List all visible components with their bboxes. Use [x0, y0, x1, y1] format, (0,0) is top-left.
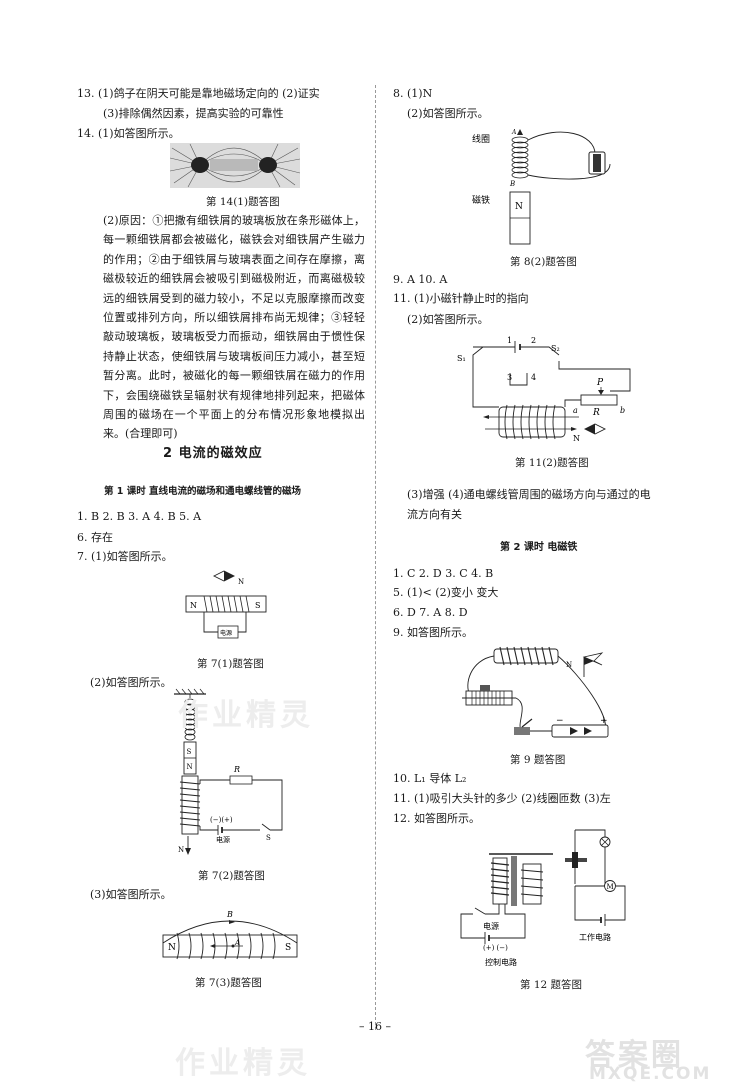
svg-text:−: −: [556, 716, 564, 726]
answers-1-4: 1. C 2. D 3. C 4. B: [393, 567, 494, 580]
fig7-1-diagram: N N S 电源: [185, 570, 267, 639]
q11-line-2: (2)如答图所示。: [407, 313, 489, 326]
svg-text:(+) (−): (+) (−): [483, 944, 508, 952]
svg-text:A: A: [511, 129, 517, 136]
svg-text:S: S: [285, 943, 291, 953]
fig7-2-diagram: S N R S (−)(+) 电源 N: [174, 688, 283, 855]
q14-line-1: 14. (1)如答图所示。: [77, 127, 180, 140]
svg-text:+: +: [600, 716, 608, 726]
fig8-2-caption: 第 8(2)题答图: [510, 256, 577, 268]
fig7-2-caption: 第 7(2)题答图: [198, 870, 265, 882]
logo-url: MXQE.COM: [589, 1064, 712, 1084]
svg-text:工作电路: 工作电路: [579, 932, 611, 942]
q11b-line: 11. (1)吸引大头针的多少 (2)线圈匝数 (3)左: [393, 792, 611, 805]
q13-line-1: 13. (1)鸽子在阴天可能是靠地磁场定向的 (2)证实: [77, 87, 320, 100]
fig9-diagram: N − +: [462, 646, 609, 738]
q13-line-2: (3)排除偶然因素，提高实验的可靠性: [103, 107, 284, 120]
lesson2-title: 第 2 课时 电磁铁: [500, 542, 578, 553]
q11-line-1: 11. (1)小磁针静止时的指向: [393, 292, 529, 305]
svg-text:S₁: S₁: [457, 354, 466, 363]
svg-text:N: N: [190, 601, 197, 610]
lesson1-title: 第 1 课时 直线电流的磁场和通电螺线管的磁场: [104, 486, 302, 497]
fig7-1-caption: 第 7(1)题答图: [197, 658, 264, 670]
svg-text:1: 1: [507, 336, 512, 345]
svg-text:N: N: [178, 846, 184, 854]
svg-text:N: N: [515, 202, 523, 212]
q10-line: 10. L₁ 导体 L₂: [393, 772, 467, 785]
answer-6: 6. 存在: [77, 531, 113, 544]
answer-5: 5. (1)< (2)变小 变大: [393, 586, 499, 599]
svg-text:B: B: [226, 910, 233, 919]
answers-6-8: 6. D 7. A 8. D: [393, 606, 468, 619]
f7-top-N: N: [238, 578, 244, 586]
section-title: 2 电流的磁效应: [163, 446, 263, 461]
svg-text:a: a: [573, 406, 578, 415]
watermark-top: 作业精灵: [178, 698, 314, 733]
svg-text:(−)(+): (−)(+): [210, 816, 233, 824]
logo-text: 答案圈: [585, 1038, 684, 1073]
svg-text:电源: 电源: [216, 835, 230, 844]
page-number: – 16 –: [359, 1020, 391, 1033]
fig12-caption: 第 12 题答图: [520, 979, 583, 991]
q7-1-line: 7. (1)如答图所示。: [77, 550, 173, 563]
fig9-caption: 第 9 题答图: [510, 754, 566, 766]
q11-line-4: 流方向有关: [407, 508, 462, 521]
svg-text:S: S: [266, 834, 271, 842]
svg-text:N: N: [187, 763, 193, 771]
answers-1-5: 1. B 2. B 3. A 4. B 5. A: [77, 510, 202, 523]
svg-text:N: N: [573, 434, 580, 443]
svg-text:R: R: [233, 765, 240, 774]
svg-text:4: 4: [531, 373, 536, 382]
svg-text:S: S: [187, 748, 192, 756]
svg-text:2: 2: [531, 336, 536, 345]
q14-explanation: (2)原因：①把撒有细铁屑的玻璃板放在条形磁体上，每一颗细铁屑都会被磁化，磁铁会…: [103, 214, 365, 441]
svg-text:控制电路: 控制电路: [485, 957, 517, 967]
fig14-caption: 第 14(1)题答图: [206, 196, 280, 208]
site-logo: 答案圈 MXQE.COM: [585, 1030, 745, 1086]
fig8-2-diagram: 线圈 A B N 磁铁: [472, 129, 611, 245]
svg-text:N: N: [566, 661, 572, 669]
svg-text:N: N: [168, 943, 176, 953]
q12-line: 12. 如答图所示。: [393, 812, 480, 825]
svg-text:A: A: [234, 939, 240, 947]
fig7-3-caption: 第 7(3)题答图: [195, 977, 262, 989]
answers-9-10: 9. A 10. A: [393, 273, 448, 286]
svg-text:线圈: 线圈: [472, 133, 490, 145]
q7-2-line: (2)如答图所示。: [90, 676, 172, 689]
svg-text:R: R: [592, 408, 600, 418]
fig12-diagram: M 电源 (+) (−) 控制电路 工作电路: [460, 829, 626, 967]
iron-filings-photo: [170, 143, 300, 188]
svg-text:电源: 电源: [483, 921, 499, 931]
q9-line: 9. 如答图所示。: [393, 626, 473, 639]
svg-text:M: M: [607, 883, 614, 891]
svg-text:磁铁: 磁铁: [472, 194, 490, 206]
svg-text:S: S: [255, 601, 260, 610]
q11-line-3: (3)增强 (4)通电螺线管周围的磁场方向与通过的电: [407, 488, 651, 501]
fig7-3-diagram: B A N S: [162, 910, 298, 960]
svg-text:电源: 电源: [220, 629, 232, 637]
q7-3-line: (3)如答图所示。: [90, 888, 172, 901]
watermark-bottom: 作业精灵: [175, 1046, 311, 1081]
column-divider: [375, 85, 376, 1030]
svg-text:3: 3: [507, 373, 512, 382]
fig11-2-caption: 第 11(2)题答图: [515, 457, 589, 469]
svg-text:B: B: [509, 180, 515, 188]
svg-text:P: P: [596, 378, 604, 388]
q8-line-1: 8. (1)N: [393, 87, 433, 100]
q8-line-2: (2)如答图所示。: [407, 107, 489, 120]
svg-text:S₂: S₂: [551, 344, 560, 353]
svg-text:b: b: [620, 406, 625, 415]
fig11-2-diagram: S₁ S₂ 1 2 3 4 P a R b N: [457, 336, 631, 443]
